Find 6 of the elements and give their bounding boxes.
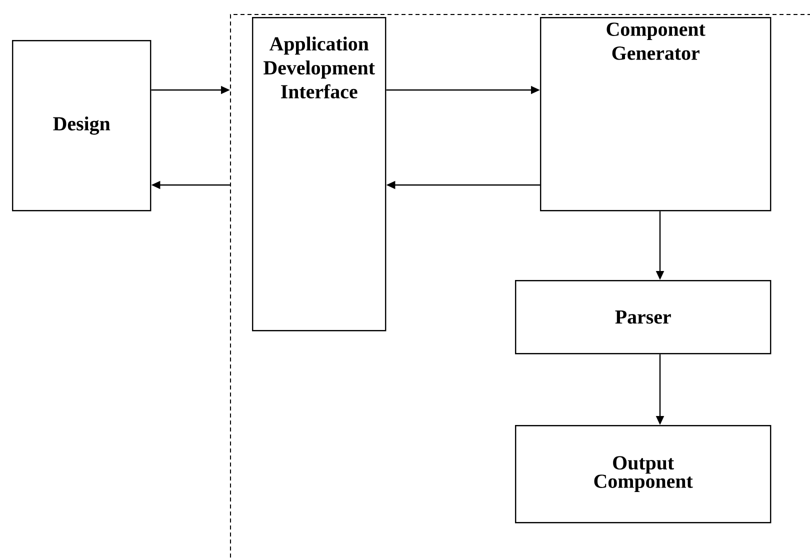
process-box: Design — [12, 40, 152, 212]
process-box: Parser — [515, 280, 772, 354]
dashed-boundary — [230, 14, 810, 558]
process-box: Component Generator — [540, 17, 772, 212]
process-box: Application Development Interface — [252, 17, 386, 332]
process-box: Output Component — [515, 425, 772, 524]
